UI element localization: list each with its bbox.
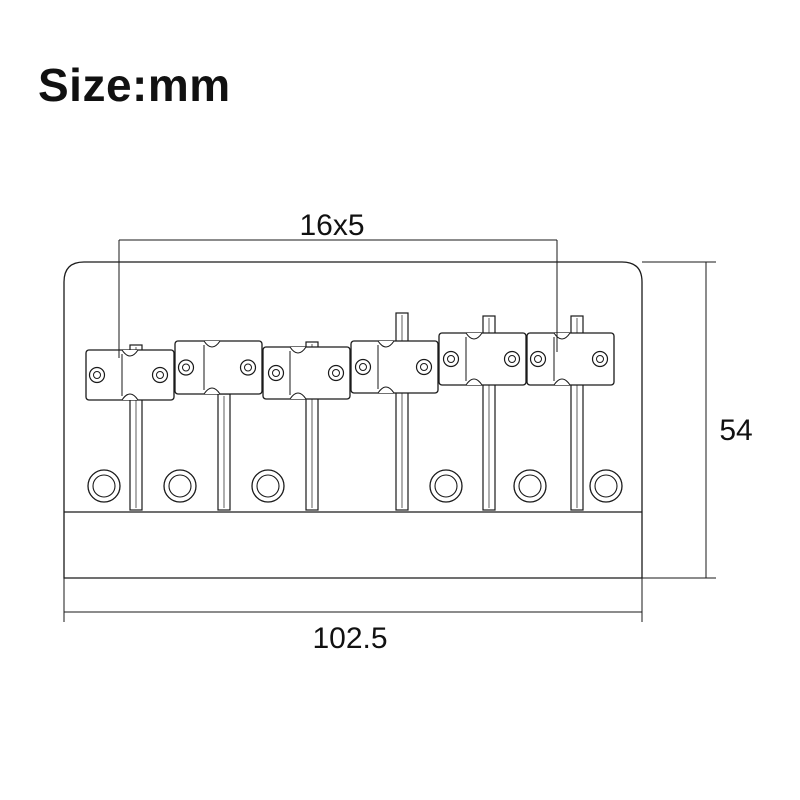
set-screw-icon xyxy=(151,366,169,384)
saddle-body xyxy=(438,332,527,386)
set-screw-icon xyxy=(415,358,433,376)
set-screw-icon xyxy=(177,359,195,376)
width-dimension: 102.5 xyxy=(63,578,643,655)
mounting-hole xyxy=(251,469,285,503)
set-screw-icon xyxy=(327,364,345,382)
spacing-dimension: 16x5 xyxy=(118,209,558,358)
width-label: 102.5 xyxy=(312,622,387,655)
mounting-hole xyxy=(513,469,547,503)
set-screw-icon xyxy=(88,366,106,384)
mounting-hole xyxy=(429,469,463,503)
saddle-2 xyxy=(174,340,263,511)
saddle-body xyxy=(262,346,351,400)
set-screw-icon xyxy=(442,350,460,368)
mounting-hole xyxy=(589,469,623,503)
saddle-group xyxy=(85,312,615,511)
saddle-4 xyxy=(350,312,439,511)
set-screw-icon xyxy=(503,350,521,368)
set-screw-icon xyxy=(354,358,372,376)
saddle-1 xyxy=(85,344,175,511)
saddle-3 xyxy=(262,341,351,511)
spacing-label: 16x5 xyxy=(299,209,364,242)
saddle-5 xyxy=(438,315,527,511)
page-title: Size:mm xyxy=(38,59,231,111)
set-screw-icon xyxy=(591,350,609,368)
mounting-hole xyxy=(163,469,197,503)
height-dimension: 54 xyxy=(642,261,753,579)
saddle-6 xyxy=(526,315,615,511)
base-plate xyxy=(63,261,643,579)
mounting-hole xyxy=(87,469,121,503)
mounting-holes xyxy=(87,469,623,503)
set-screw-icon xyxy=(239,359,257,376)
saddle-body xyxy=(350,340,439,394)
set-screw-icon xyxy=(267,364,285,382)
height-label: 54 xyxy=(719,414,752,447)
saddle-body xyxy=(526,332,615,386)
set-screw-icon xyxy=(529,350,547,368)
